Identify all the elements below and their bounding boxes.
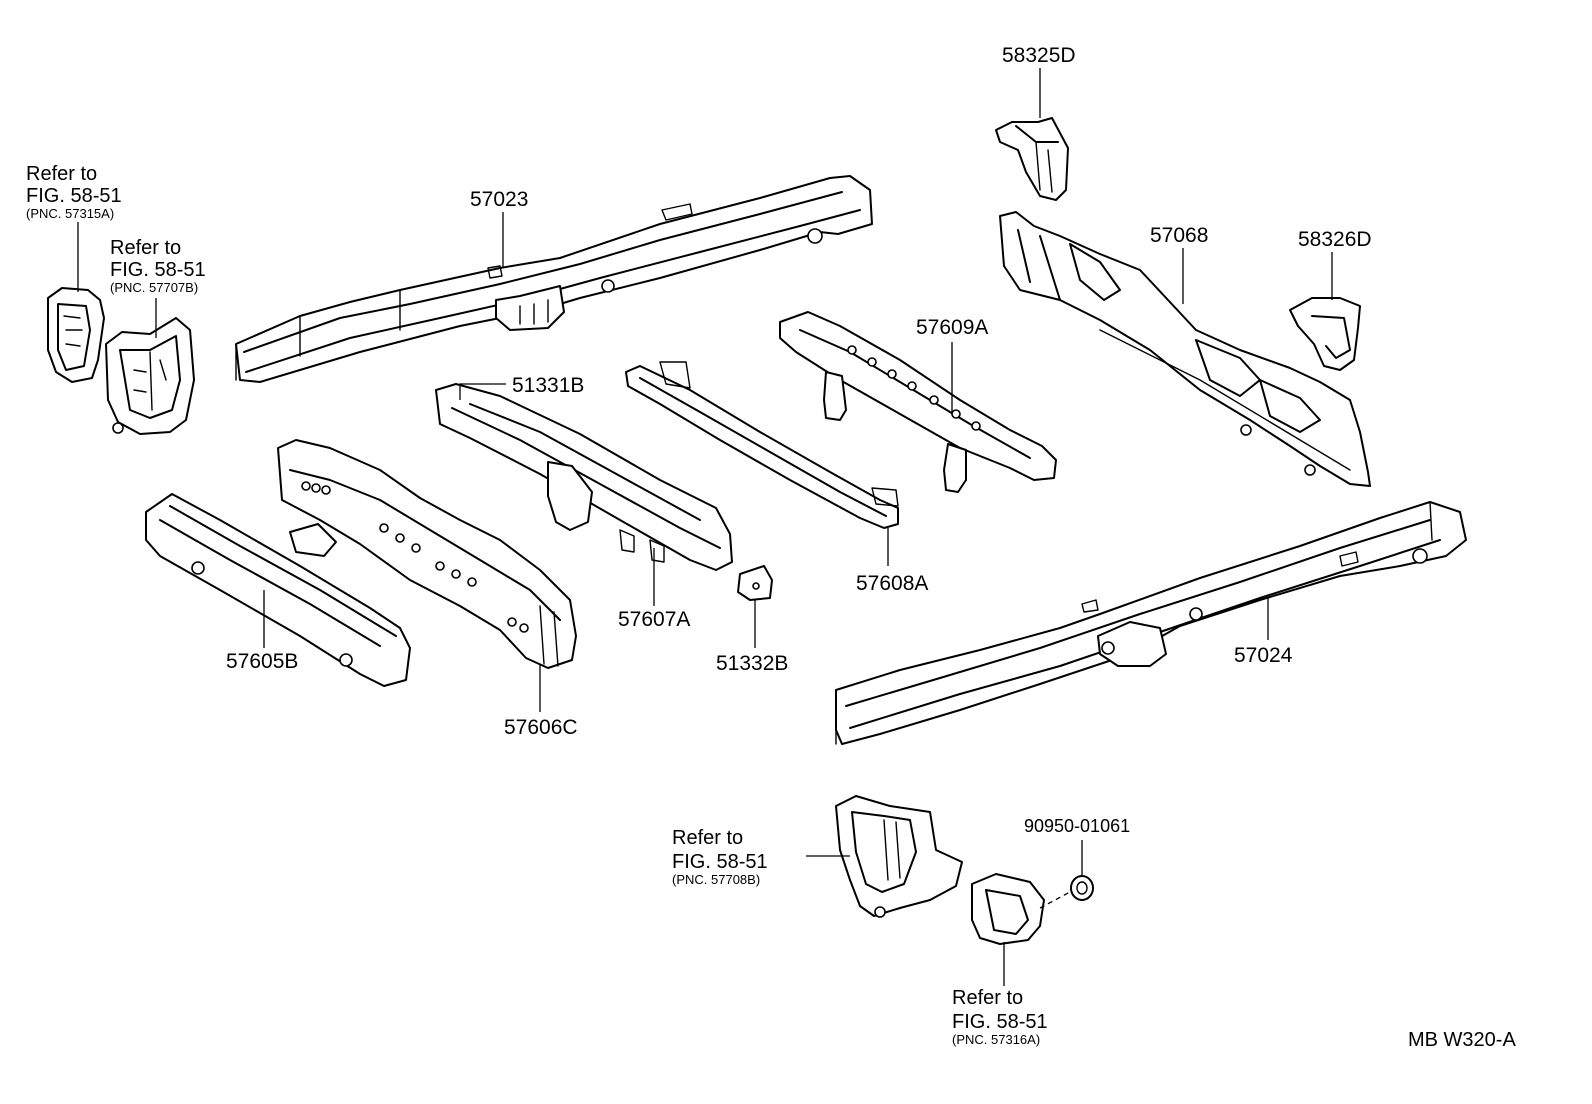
- bracket-58325D-drawing: [995, 117, 1069, 201]
- bracket-57707B-drawing: [105, 317, 195, 435]
- label-57023: 57023: [470, 188, 528, 211]
- bracket-58326D-drawing: [1289, 297, 1361, 371]
- nut-position-dashed-line: [1039, 891, 1071, 909]
- ref-57316A-line2: FIG. 58-51: [952, 1011, 1048, 1033]
- ref-57315A-line1: Refer to: [26, 163, 97, 185]
- label-57068: 57068: [1150, 224, 1208, 247]
- crossmember-57605B-drawing: [145, 493, 411, 687]
- ref-57315A-pnc: (PNC. 57315A): [26, 206, 114, 221]
- reference-57707B: Refer to FIG. 58-51 (PNC. 57707B): [110, 237, 206, 295]
- frame-rail-57023-drawing: [235, 175, 873, 383]
- leader-lines: [77, 68, 1333, 986]
- crossmember-57609A-drawing: [779, 311, 1057, 493]
- label-90950-01061: 90950-01061: [1024, 816, 1130, 836]
- ref-57707B-line2: FIG. 58-51: [110, 259, 206, 281]
- bracket-57708B-drawing: [835, 795, 963, 918]
- reference-57708B: Refer to FIG. 58-51 (PNC. 57708B): [672, 827, 768, 887]
- label-57605B: 57605B: [226, 650, 298, 673]
- label-51332B: 51332B: [716, 652, 788, 675]
- crossmember-57608A-drawing: [625, 361, 899, 529]
- ref-57316A-line1: Refer to: [952, 987, 1023, 1009]
- reference-57316A: Refer to FIG. 58-51 (PNC. 57316A): [952, 987, 1048, 1047]
- label-58326D: 58326D: [1298, 228, 1372, 251]
- crossmember-57606C-drawing: [277, 439, 577, 669]
- nut-90950-01061-drawing: [1070, 875, 1094, 901]
- label-57608A: 57608A: [856, 572, 928, 595]
- frame-rail-57024-drawing: [835, 501, 1467, 745]
- label-57024: 57024: [1234, 644, 1293, 667]
- ref-57707B-line1: Refer to: [110, 237, 181, 259]
- label-58325D: 58325D: [1002, 44, 1076, 67]
- label-57606C: 57606C: [504, 716, 578, 739]
- diagram-code: MB W320-A: [1408, 1029, 1516, 1051]
- bracket-57315A-drawing: [47, 287, 105, 383]
- rail-51331B-drawing: [435, 383, 733, 571]
- plate-51332B-drawing: [737, 565, 773, 601]
- reference-57315A: Refer to FIG. 58-51 (PNC. 57315A): [26, 163, 122, 221]
- crossmember-57068-drawing: [999, 211, 1371, 487]
- label-51331B: 51331B: [512, 374, 584, 397]
- label-57609A: 57609A: [916, 316, 988, 339]
- ref-57315A-line2: FIG. 58-51: [26, 185, 122, 207]
- bracket-57316A-drawing: [971, 873, 1045, 945]
- ref-57316A-pnc: (PNC. 57316A): [952, 1032, 1040, 1047]
- ref-57708B-pnc: (PNC. 57708B): [672, 872, 760, 887]
- ref-57708B-line1: Refer to: [672, 827, 743, 849]
- ref-57708B-line2: FIG. 58-51: [672, 851, 768, 873]
- label-57607A: 57607A: [618, 608, 690, 631]
- ref-57707B-pnc: (PNC. 57707B): [110, 280, 198, 295]
